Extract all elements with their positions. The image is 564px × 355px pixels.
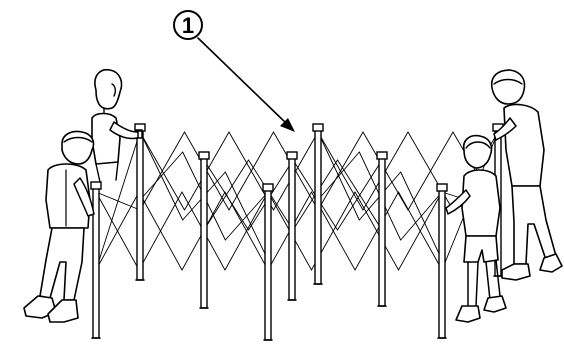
leg-top-bracket <box>262 183 274 192</box>
person-girl-right <box>445 134 507 323</box>
frame-legs <box>90 123 504 341</box>
leg-top-bracket <box>376 151 388 160</box>
leg-top-bracket <box>286 151 298 160</box>
frame-leg <box>288 157 296 301</box>
truss-strut <box>398 191 443 271</box>
truss-strut <box>224 191 269 241</box>
leg-top-bracket <box>134 123 146 132</box>
callout-label: 1 <box>182 13 194 38</box>
person-man-left <box>23 130 95 323</box>
frame-leg <box>378 157 386 307</box>
truss-strut <box>95 131 141 271</box>
callout-1: 1 <box>173 10 295 132</box>
truss-strut <box>354 191 399 271</box>
truss-strut <box>407 131 454 211</box>
truss-strut <box>337 159 383 231</box>
callout-circle-icon <box>173 10 203 40</box>
truss-strut <box>203 159 249 231</box>
frame-leg <box>314 129 322 285</box>
leg-top-bracket <box>312 123 324 132</box>
truss-strut <box>317 131 364 211</box>
frame-leg <box>264 189 272 341</box>
truss-strut <box>224 191 269 271</box>
truss-strut <box>139 151 184 201</box>
leg-top-bracket <box>90 181 102 190</box>
truss-strut <box>95 191 140 271</box>
person-woman-left <box>91 68 143 183</box>
callout-arrowhead-icon <box>280 118 295 132</box>
truss-strut <box>400 191 443 241</box>
truss-strut <box>138 191 183 271</box>
frame-leg <box>200 157 208 309</box>
leg-top-bracket <box>436 183 448 192</box>
truss-strut <box>139 131 185 211</box>
frame-leg <box>136 129 144 281</box>
person-man-right <box>490 69 563 281</box>
scissor-truss-frame <box>95 131 499 271</box>
truss-strut <box>317 151 360 201</box>
callout-leader-line <box>197 37 289 126</box>
frame-leg <box>438 189 446 339</box>
truss-strut <box>228 131 274 211</box>
truss-strut <box>273 131 319 211</box>
leg-top-bracket <box>198 151 210 160</box>
